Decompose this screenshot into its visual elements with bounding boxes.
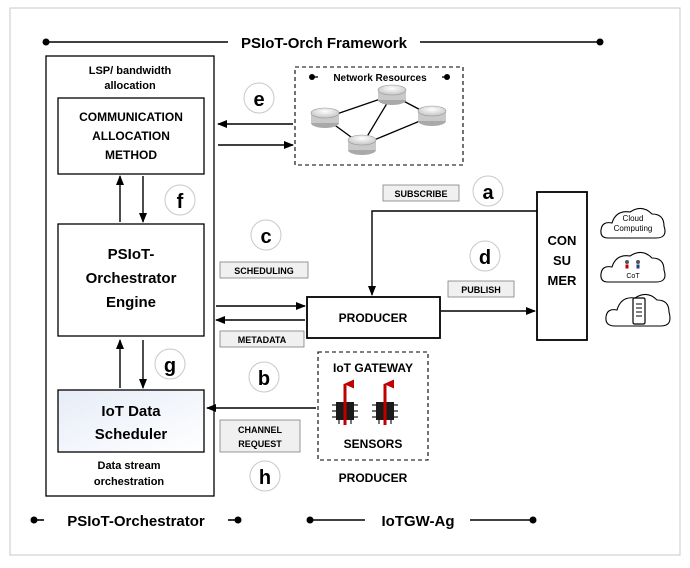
framework-title: PSIoT-Orch Framework: [241, 35, 408, 52]
producer-box: [306, 296, 441, 339]
label-g: g: [154, 348, 186, 380]
lsp-label-line2: allocation: [104, 80, 156, 92]
svg-text:b: b: [258, 368, 270, 390]
sensor-chip-icon: [332, 379, 358, 425]
svg-text:g: g: [164, 355, 176, 377]
communication-allocation-box: [57, 97, 205, 175]
label-d: d: [469, 240, 501, 272]
router-icon: [310, 107, 340, 128]
svg-text:CoT: CoT: [626, 273, 640, 280]
consumer-line3: MER: [548, 273, 578, 288]
svg-text:PUBLISH: PUBLISH: [461, 285, 501, 295]
channel-request-tag: CHANNEL REQUEST: [219, 419, 301, 453]
comm-box-line3: METHOD: [105, 148, 157, 162]
subscribe-tag: SUBSCRIBE: [382, 184, 460, 202]
svg-text:f: f: [177, 191, 184, 213]
svg-text:h: h: [259, 467, 271, 489]
label-e: e: [243, 82, 275, 114]
people-icon: [625, 260, 640, 269]
engine-box-line1: PSIoT-: [108, 246, 155, 263]
svg-text:SCHEDULING: SCHEDULING: [234, 266, 294, 276]
network-title-line: [309, 74, 450, 80]
publish-tag: PUBLISH: [447, 280, 515, 298]
orchestrator-engine-box: [57, 223, 205, 337]
svg-text:c: c: [260, 226, 271, 248]
cloud-computing-icon: Cloud Computing: [600, 207, 666, 239]
lsp-label-line1: LSP/ bandwidth: [89, 65, 172, 77]
router-icon: [377, 84, 407, 105]
scheduling-tag: SCHEDULING: [219, 261, 309, 279]
engine-box-line2: Orchestrator: [86, 270, 177, 287]
svg-text:e: e: [253, 89, 264, 111]
svg-text:SUBSCRIBE: SUBSCRIBE: [394, 189, 447, 199]
svg-text:REQUEST: REQUEST: [238, 439, 282, 449]
svg-text:a: a: [482, 182, 494, 204]
svg-text:Cloud: Cloud: [623, 214, 644, 223]
comm-box-line1: COMMUNICATION: [79, 110, 183, 124]
producer-box-label: PRODUCER: [339, 311, 408, 325]
orchestrator-title-line: [30, 516, 242, 524]
framework-title-line: [42, 38, 604, 46]
iot-data-scheduler-box: [57, 389, 205, 453]
consumer-box: [536, 191, 588, 341]
svg-text:Computing: Computing: [614, 224, 653, 233]
label-h: h: [249, 460, 281, 492]
subscribe-arrow: [368, 210, 537, 296]
stream-label-line2: orchestration: [94, 476, 165, 488]
sensors-label: SENSORS: [344, 437, 403, 451]
svg-text:d: d: [479, 247, 491, 269]
router-icon: [347, 134, 377, 155]
orchestrator-title: PSIoT-Orchestrator: [67, 513, 205, 530]
network-title: Network Resources: [333, 73, 427, 84]
svg-text:METADATA: METADATA: [238, 335, 287, 345]
comm-box-line2: ALLOCATION: [92, 129, 170, 143]
stream-label-line1: Data stream: [98, 460, 161, 472]
producer-bottom-label: PRODUCER: [339, 471, 408, 485]
gateway-title-line: [306, 516, 537, 524]
router-icon: [417, 105, 447, 126]
metadata-tag: METADATA: [219, 330, 305, 348]
cot-cloud-icon: CoT: [600, 251, 666, 283]
svg-text:CHANNEL: CHANNEL: [238, 425, 283, 435]
engine-box-line3: Engine: [106, 294, 156, 311]
scheduler-line1: IoT Data: [101, 403, 161, 420]
outer-frame: [9, 7, 681, 556]
consumer-line2: SU: [553, 253, 571, 268]
label-f: f: [164, 184, 196, 216]
label-b: b: [248, 361, 280, 393]
consumer-line1: CON: [548, 233, 577, 248]
server-cloud-icon: [605, 293, 671, 327]
label-a: a: [472, 175, 504, 207]
sensor-chip-icon: [372, 379, 398, 425]
gateway-bottom-title: IoTGW-Ag: [381, 513, 454, 530]
gateway-title: IoT GATEWAY: [333, 361, 413, 375]
label-c: c: [250, 219, 282, 251]
scheduler-line2: Scheduler: [95, 426, 168, 443]
